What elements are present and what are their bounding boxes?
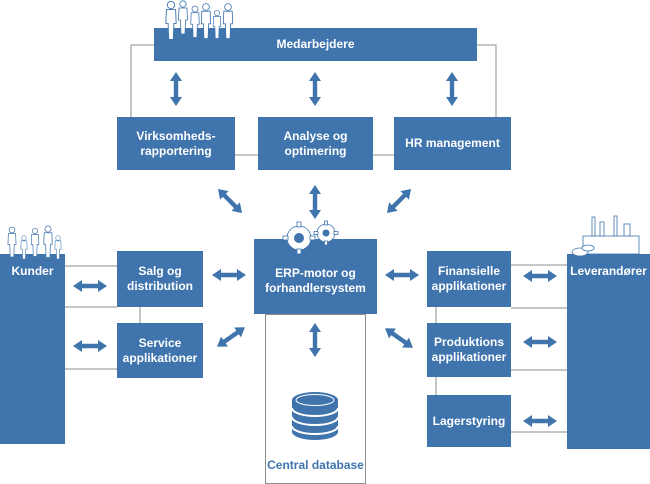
arrow-analyse-erp xyxy=(309,185,321,219)
arrow-medarbejdere-hr xyxy=(446,72,458,106)
node-produktions-applikationer: Produktions applikationer xyxy=(427,323,511,377)
node-finansielle-applikationer: Finansielle applikationer xyxy=(427,251,511,307)
node-central-database: Central database xyxy=(267,458,364,472)
arrow-erp-finansielle xyxy=(385,269,419,281)
arrow-hr-erp xyxy=(382,184,416,218)
node-kunder: Kunder xyxy=(0,254,65,444)
arrow-kunder-service xyxy=(73,340,107,352)
connector-left-top xyxy=(130,44,154,117)
node-medarbejdere: Medarbejdere xyxy=(154,28,477,61)
node-service-applikationer: Service applikationer xyxy=(117,323,203,378)
arrow-medarbejdere-analyse xyxy=(309,72,321,106)
arrow-erp-produktions xyxy=(381,323,417,353)
node-erp-motor: ERP-motor og forhandlersystem xyxy=(254,239,377,314)
node-leverandorer: Leverandører xyxy=(567,254,650,449)
node-lagerstyring: Lagerstyring xyxy=(427,395,511,447)
arrow-salg-erp xyxy=(212,269,246,281)
arrow-medarbejdere-virksomheds xyxy=(170,72,182,106)
connector-right-top xyxy=(477,44,497,117)
arrow-finansielle-leverandorer xyxy=(523,270,557,282)
node-virksomhedsrapportering: Virksomheds- rapportering xyxy=(117,117,235,170)
node-salg-distribution: Salg og distribution xyxy=(117,251,203,307)
arrow-lager-leverandorer xyxy=(523,415,557,427)
factory-icon xyxy=(571,215,640,257)
node-analyse-optimering: Analyse og optimering xyxy=(258,117,373,170)
arrow-produktions-leverandorer xyxy=(523,336,557,348)
arrow-service-erp xyxy=(213,322,249,352)
arrow-virksomheds-erp xyxy=(213,184,247,218)
node-hr-management: HR management xyxy=(394,117,511,170)
arrow-kunder-salg xyxy=(73,280,107,292)
